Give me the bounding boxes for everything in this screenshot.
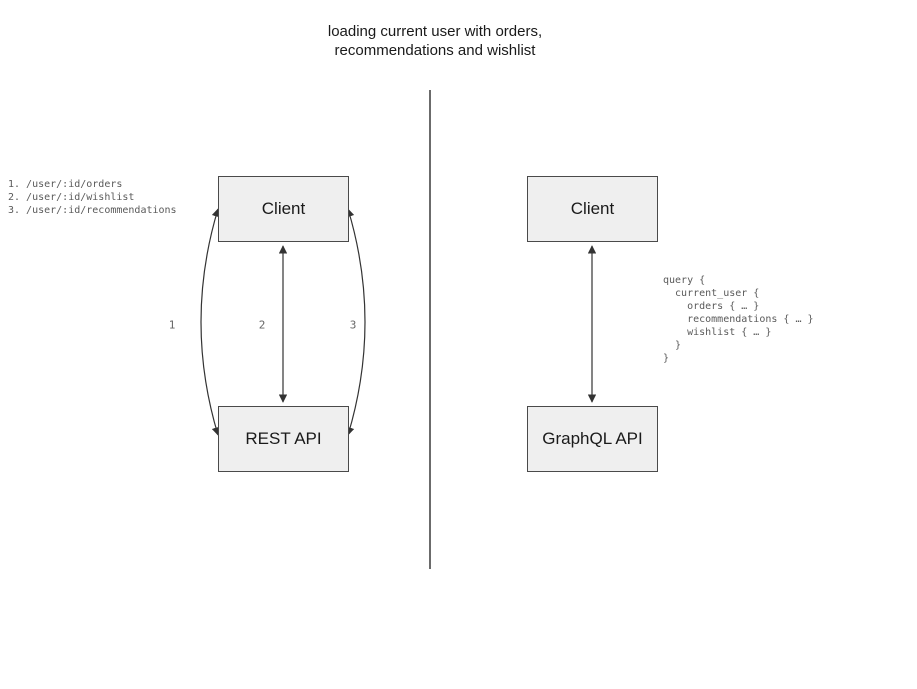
graphql-query-snippet: query { current_user { orders { … } reco… <box>663 275 814 364</box>
rest-api-node: REST API <box>218 406 349 472</box>
graphql-api-node: GraphQL API <box>527 406 658 472</box>
rest-arrow-orders <box>200 208 220 436</box>
rest-client-node: Client <box>218 176 349 242</box>
arrow-label-2: 2 <box>258 318 266 332</box>
diagram-title: loading current user with orders, recomm… <box>327 23 543 59</box>
arrow-label-3: 3 <box>349 318 357 332</box>
graphql-api-label: GraphQL API <box>542 429 643 448</box>
rest-api-label: REST API <box>245 429 322 448</box>
graphql-client-node: Client <box>527 176 658 242</box>
panel-divider <box>429 90 431 569</box>
rest-endpoint-list: 1. /user/:id/orders 2. /user/:id/wishlis… <box>8 179 177 216</box>
graphql-client-label: Client <box>570 199 615 218</box>
rest-client-label: Client <box>261 199 306 218</box>
arrow-label-1: 1 <box>168 318 176 332</box>
